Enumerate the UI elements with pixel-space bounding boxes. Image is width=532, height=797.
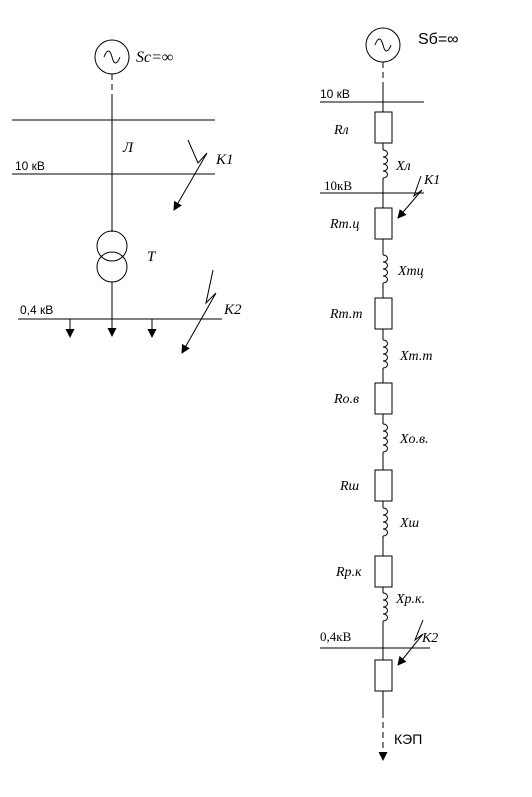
right-source-symbol (365, 27, 401, 63)
label-x-ov: Xо.в. (399, 432, 429, 447)
left-line-label: Л (122, 140, 134, 156)
left-fault-k1-symbol (173, 139, 208, 211)
right-scheme (320, 27, 430, 761)
reactor-x-sh (382, 507, 388, 537)
left-bus-10kv-label: 10 кВ (15, 159, 45, 173)
left-fault-k1-label: К1 (215, 152, 233, 168)
right-fault-k2-symbol (397, 619, 424, 666)
label-r-sh: Rш (339, 479, 360, 494)
reactor-x-rk (382, 592, 388, 622)
consumer-label: КЭП (394, 731, 422, 747)
label-x-line: Xл (395, 159, 411, 174)
transformer-symbol (96, 230, 128, 283)
reactor-x-tt (382, 339, 388, 369)
resistor-r-sh (374, 469, 393, 502)
label-x-tt: Xт.т (399, 349, 432, 364)
label-r-tt: Rт.т (329, 307, 362, 322)
reactor-x-ov (382, 423, 388, 453)
reactor-x-line (382, 149, 388, 179)
resistor-r-tc (374, 207, 393, 240)
left-bus-04kv-label: 0,4 кВ (20, 303, 53, 317)
left-source-label: Sc=∞ (136, 49, 173, 66)
right-bus-04kv-label: 0,4кВ (320, 629, 352, 644)
left-fault-k2-symbol (181, 269, 217, 354)
right-bus-10kv-top-label: 10 кВ (320, 87, 350, 101)
left-fault-k2-label: К2 (223, 302, 242, 318)
label-r-line: Rл (333, 123, 349, 138)
left-source-symbol (94, 39, 130, 75)
right-fault-k1-symbol (397, 175, 423, 219)
left-scheme (12, 39, 222, 354)
resistor-load (374, 659, 393, 692)
reactor-x-tc (382, 254, 388, 284)
label-x-rk: Xр.к. (395, 592, 425, 607)
right-source-label: Sб=∞ (418, 31, 459, 48)
resistor-r-line (374, 111, 393, 144)
resistor-r-tt (374, 297, 393, 330)
label-x-tc: Xтц (397, 264, 424, 279)
label-r-ov: Rо.в (333, 392, 359, 407)
resistor-r-ov (374, 382, 393, 415)
label-r-rk: Rр.к (335, 565, 362, 580)
label-x-sh: Xш (399, 516, 420, 531)
label-r-tc: Rт.ц (329, 217, 359, 232)
transformer-label: Т (147, 249, 157, 265)
right-fault-k2-label: К2 (421, 631, 438, 646)
right-fault-k1-label: К1 (423, 173, 440, 188)
resistor-r-rk (374, 555, 393, 588)
right-bus-10kv-mid-label: 10кВ (324, 178, 352, 193)
